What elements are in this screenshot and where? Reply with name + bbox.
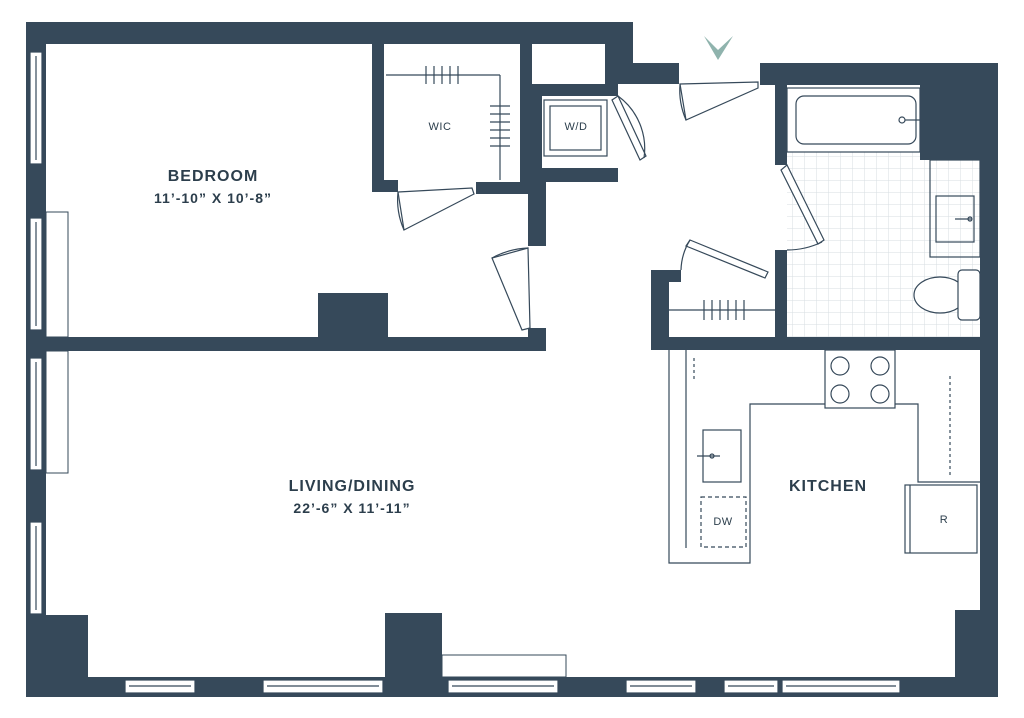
toilet bbox=[913, 269, 981, 321]
closet-rods bbox=[386, 66, 775, 320]
living-label: LIVING/DINING 22’-6” X 11’-11” bbox=[289, 478, 416, 516]
bedroom-label: BEDROOM 11’-10” X 10’-8” bbox=[154, 168, 272, 206]
washer-dryer bbox=[543, 99, 608, 157]
fridge-label: R bbox=[939, 514, 949, 526]
bedroom-name: BEDROOM bbox=[167, 168, 259, 185]
entry-arrow-icon bbox=[704, 36, 733, 60]
kitchen-name: KITCHEN bbox=[788, 478, 868, 495]
refrigerator bbox=[904, 484, 978, 554]
kitchen-sink bbox=[697, 429, 742, 483]
dishwasher bbox=[700, 496, 747, 548]
windows bbox=[29, 51, 901, 694]
range bbox=[824, 349, 896, 409]
living-dims: 22’-6” X 11’-11” bbox=[293, 500, 411, 516]
bath-vanity bbox=[929, 159, 981, 258]
kitchen-label: KITCHEN bbox=[789, 478, 867, 496]
walls bbox=[26, 22, 998, 697]
wic-label: WIC bbox=[428, 121, 452, 133]
bedroom-dims: 11’-10” X 10’-8” bbox=[154, 190, 272, 206]
window-sills bbox=[45, 211, 567, 678]
dw-label: DW bbox=[713, 516, 733, 528]
doors bbox=[397, 81, 825, 331]
wd-label: W/D bbox=[564, 121, 588, 133]
living-name: LIVING/DINING bbox=[288, 478, 416, 495]
kitchen-counters bbox=[668, 350, 980, 564]
bathtub bbox=[786, 87, 921, 153]
